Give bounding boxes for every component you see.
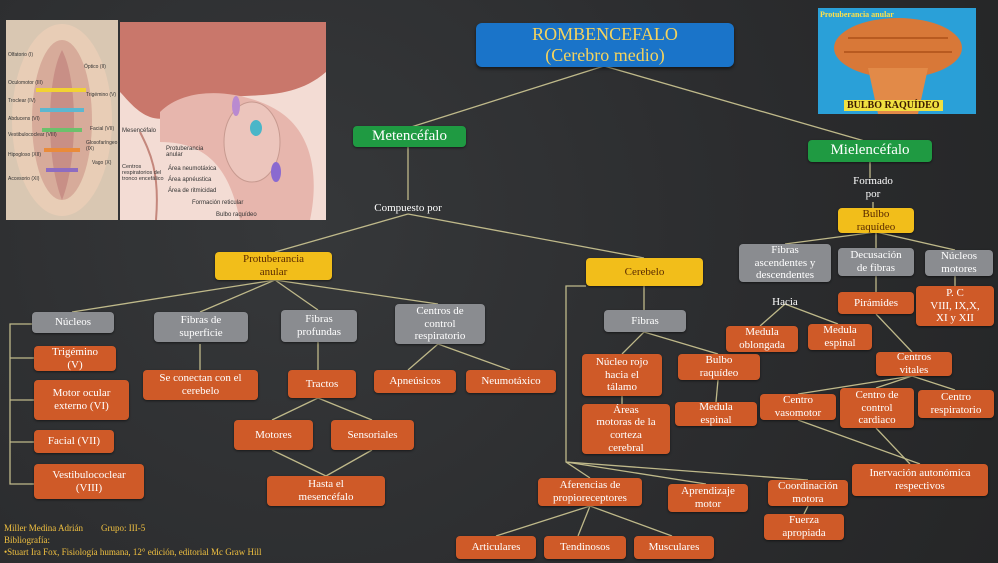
nerve-label-9: Glosofaríngeo (IX) [86,140,118,152]
pons-medulla-image: Protuberancia anular BULBO RAQUÍDEO [818,8,976,114]
author-line: Miller Medina Adrián Grupo: III-5 [4,523,146,533]
piramides-node: Pirámides [838,292,914,314]
fibras-superficie-node: Fibras de superficie [154,312,248,342]
label-centros-resp: Centros respiratorios del tronco encefál… [122,164,164,182]
title-box: ROMBENCEFALO (Cerebro medio) [476,23,734,67]
fuerza-node: Fuerza apropiada [764,514,844,540]
fibras-profundas-node: Fibras profundas [281,310,357,342]
label-apneustica: Área apnéustica [168,177,212,183]
areas-motoras-node: Áreas motoras de la corteza cerebral [582,404,670,454]
cerebelo-node: Cerebelo [586,258,703,286]
nerve-label-7: Facial (VII) [90,126,115,132]
nucleos-node: Núcleos [32,312,114,333]
label-neumotaxica: Área neumotáxica [168,166,217,172]
apneusicos-node: Apneúsicos [374,370,456,393]
label-ritmicidad: Área de ritmicidad [168,188,217,194]
centro-respiratorio-node: Centro respiratorio [918,390,994,418]
centro-cardiaco-node: Centro de control cardiaco [840,388,914,428]
fibras-cerebelo-node: Fibras [604,310,686,332]
brainstem-image: Mesencéfalo Protuberancia anular Área ne… [120,22,326,220]
pares-craneales-node: P. C VIII, IX,X, XI y XII [916,286,994,326]
formado-label: Formado por [853,175,893,200]
tendinosos-node: Tendinosos [544,536,626,559]
nerve-label-11: Hipogloso (XII) [8,152,42,158]
aferencias-node: Aferencias de propioreceptores [538,478,642,506]
se-conectan-node: Se conectan con el cerebelo [143,370,258,400]
trigemino-node: Trigémino (V) [34,346,116,371]
metencefalo-node: Metencéfalo [353,126,466,147]
nucleo-rojo-node: Núcleo rojo hacia el tálamo [582,354,662,396]
nerve-label-2: Óptico (II) [84,64,106,70]
nerve-label-5: Trigémino (V) [86,92,117,98]
img3-bottom-label: BULBO RAQUÍDEO [844,100,943,111]
nerve-label-12: Accesorio (XI) [8,176,40,182]
nerve-label-10: Vago (X) [92,160,112,166]
motor-ocular-node: Motor ocular externo (VI) [34,380,129,420]
medula-espinal-1-node: Medula espinal [675,401,757,426]
nerve-label-3: Oculomotor (III) [8,80,43,86]
neumotaxico-node: Neumotáxico [466,370,556,393]
cranial-nerves-image: Olfatorio (I) Óptico (II) Oculomotor (II… [6,20,118,220]
subtitle-text: (Cerebro medio) [545,45,665,65]
bulbo-node: Bulbo raquídeo [838,208,914,233]
tractos-node: Tractos [288,370,356,398]
protuberancia-node: Protuberancia anular [215,252,332,280]
articulares-node: Articulares [456,536,536,559]
facial-node: Facial (VII) [34,430,114,453]
medula-oblongada-node: Medula oblongada [726,326,798,352]
nerve-label-1: Olfatorio (I) [8,52,34,58]
musculares-node: Musculares [634,536,714,559]
hasta-node: Hasta el mesencéfalo [267,476,385,506]
inervacion-node: Inervación autonómica respectivos [852,464,988,496]
centros-vitales-node: Centros vitales [876,351,952,376]
bulbo-raquideo-node: Bulbo raquídeo [678,354,760,380]
motores-node: Motores [234,420,313,450]
img3-top-label: Protuberancia anular [820,10,894,19]
bibliography-reference: •Stuart Ira Fox, Fisiología humana, 12° … [4,547,262,557]
nerve-label-4: Troclear (IV) [8,98,36,104]
vestibulococlear-node: Vestibulococlear (VIII) [34,464,144,499]
label-formacion-reticular: Formación reticular [192,200,244,206]
decusacion-node: Decusación de fibras [838,248,914,276]
label-protuberancia: Protuberancia anular [166,146,204,158]
sensoriales-node: Sensoriales [331,420,414,450]
nerve-label-6: Abducens (VI) [8,116,40,122]
fibras-ascendentes-node: Fibras ascendentes y descendentes [739,244,831,282]
centro-vasomotor-node: Centro vasomotor [760,394,836,420]
bibliography-heading: Bibliografía: [4,535,50,545]
aprendizaje-node: Aprendizaje motor [668,484,748,512]
title-text: ROMBENCEFALO [532,24,678,45]
medula-espinal-2-node: Medula espinal [808,324,872,350]
label-bulbo: Bulbo raquídeo [216,212,257,218]
hacia-label: Hacia [772,295,798,308]
coordinacion-node: Coordinación motora [768,480,848,506]
nerve-label-8: Vestibulococlear (VIII) [8,132,57,138]
mielencefalo-node: Mielencéfalo [808,140,932,162]
label-mesencefalo: Mesencéfalo [122,128,157,134]
compuesto-label: Compuesto por [374,201,442,214]
nucleos-motores-node: Núcleos motores [925,250,993,276]
centros-control-node: Centros de control respiratorio [395,304,485,344]
